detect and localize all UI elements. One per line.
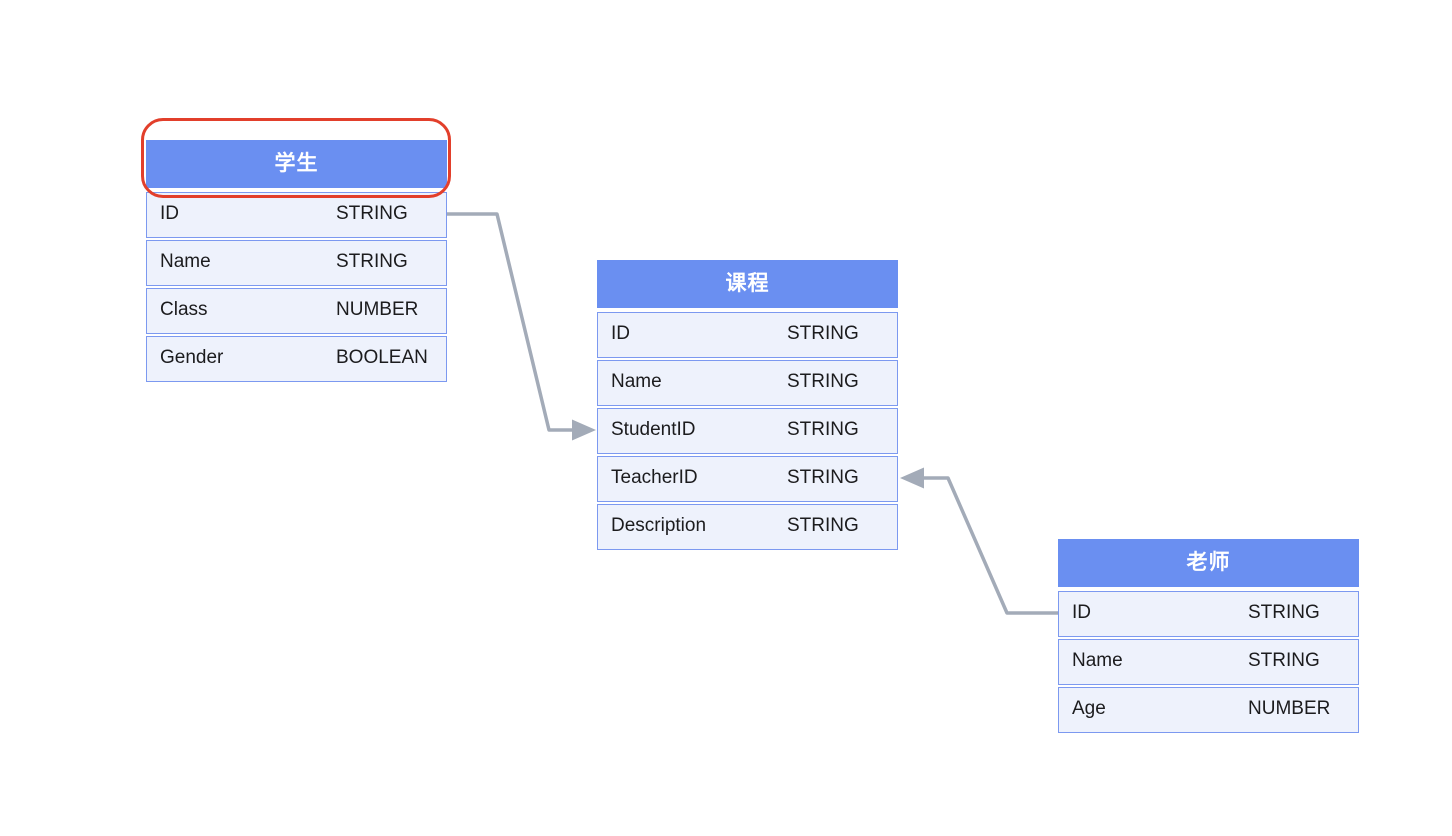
- field-type: STRING: [1248, 650, 1320, 671]
- field-type: NUMBER: [336, 299, 419, 320]
- arrowhead-right-icon: [572, 419, 596, 441]
- entity-teacher[interactable]: 老师 ID STRING Name STRING Age NUMBER: [1058, 539, 1359, 735]
- field-row-course-teacherid[interactable]: TeacherID STRING: [597, 456, 898, 502]
- field-name: Class: [160, 299, 208, 320]
- entity-course-title[interactable]: 课程: [597, 260, 898, 308]
- field-type: STRING: [787, 467, 859, 488]
- field-name: Age: [1072, 698, 1106, 719]
- entity-teacher-title[interactable]: 老师: [1058, 539, 1359, 587]
- field-type: STRING: [787, 419, 859, 440]
- field-type: STRING: [1248, 602, 1320, 623]
- field-name: Name: [160, 251, 211, 272]
- field-name: ID: [160, 203, 179, 224]
- field-name: ID: [1072, 602, 1091, 623]
- entity-teacher-fields: ID STRING Name STRING Age NUMBER: [1058, 591, 1359, 733]
- field-name: Name: [611, 371, 662, 392]
- entity-student-fields: ID STRING Name STRING Class NUMBER Gender BOOLE…: [146, 192, 447, 382]
- field-type: STRING: [336, 203, 408, 224]
- field-type: STRING: [336, 251, 408, 272]
- field-row-course-description[interactable]: Description STRING: [597, 504, 898, 550]
- field-row-course-name[interactable]: Name STRING: [597, 360, 898, 406]
- field-row-course-studentid[interactable]: StudentID STRING: [597, 408, 898, 454]
- connector-student-course[interactable]: [447, 212, 596, 441]
- connector-teacher-course[interactable]: [900, 467, 1058, 615]
- field-name: Description: [611, 515, 707, 536]
- field-row-teacher-id[interactable]: ID STRING: [1058, 591, 1359, 637]
- connector-line[interactable]: [920, 476, 1058, 615]
- field-row-course-id[interactable]: ID STRING: [597, 312, 898, 358]
- field-name: ID: [611, 323, 630, 344]
- field-type: STRING: [787, 371, 859, 392]
- field-row-student-class[interactable]: Class NUMBER: [146, 288, 447, 334]
- field-row-student-gender[interactable]: Gender BOOLEAN: [146, 336, 447, 382]
- field-type: STRING: [787, 323, 859, 344]
- field-type: BOOLEAN: [336, 347, 428, 368]
- field-name: StudentID: [611, 419, 696, 440]
- field-name: TeacherID: [611, 467, 698, 488]
- field-row-teacher-age[interactable]: Age NUMBER: [1058, 687, 1359, 733]
- field-row-student-id[interactable]: ID STRING: [146, 192, 447, 238]
- field-name: Gender: [160, 347, 224, 368]
- field-name: Name: [1072, 650, 1123, 671]
- entity-student-title[interactable]: 学生: [146, 140, 447, 188]
- arrowhead-left-icon: [900, 467, 924, 489]
- connector-line[interactable]: [447, 212, 576, 432]
- field-type: STRING: [787, 515, 859, 536]
- field-type: NUMBER: [1248, 698, 1331, 719]
- field-row-student-name[interactable]: Name STRING: [146, 240, 447, 286]
- entity-student[interactable]: 学生 ID STRING Name STRING Class NUMBER Gender BO…: [146, 140, 447, 384]
- field-row-teacher-name[interactable]: Name STRING: [1058, 639, 1359, 685]
